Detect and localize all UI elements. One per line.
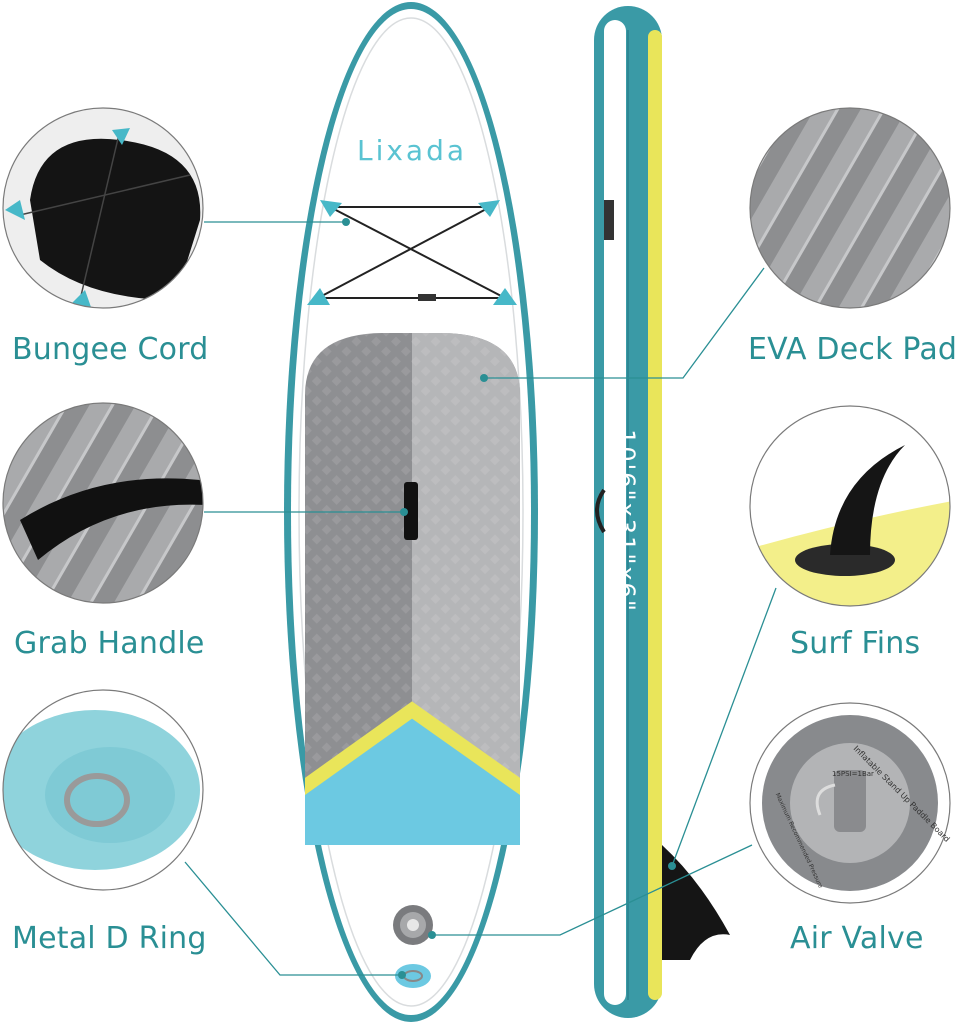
brand-logo: Lixada (344, 134, 480, 167)
board-side-view (594, 6, 730, 1018)
label-grab-handle: Grab Handle (14, 626, 205, 661)
d-ring-detail-photo (2, 689, 204, 891)
eva-deck-pad-detail-photo (749, 107, 951, 309)
surf-fin-detail-photo (749, 405, 951, 607)
air-valve-detail-photo (749, 702, 951, 904)
label-eva-deck-pad: EVA Deck Pad (748, 332, 958, 367)
label-metal-d-ring: Metal D Ring (12, 921, 207, 956)
connector-lines (184, 221, 777, 976)
side-fin (662, 845, 730, 960)
brand-logo-text: Lixada (356, 134, 468, 167)
label-air-valve: Air Valve (790, 921, 924, 956)
air-valve-on-board (393, 905, 433, 945)
bungee-cord-lines (307, 200, 517, 305)
grab-handle-detail-photo (2, 402, 204, 604)
connector-dots (342, 218, 676, 979)
label-surf-fins: Surf Fins (790, 626, 921, 661)
board-size-text: 10'6"x31"x6" (612, 429, 640, 613)
board-top-view (284, 2, 538, 1022)
grab-handle (404, 482, 418, 540)
valve-pressure-text: 15PSI=1Bar (832, 770, 874, 778)
deck-pad (305, 333, 520, 845)
label-bungee-cord: Bungee Cord (12, 332, 209, 367)
bungee-detail-photo (2, 107, 204, 309)
